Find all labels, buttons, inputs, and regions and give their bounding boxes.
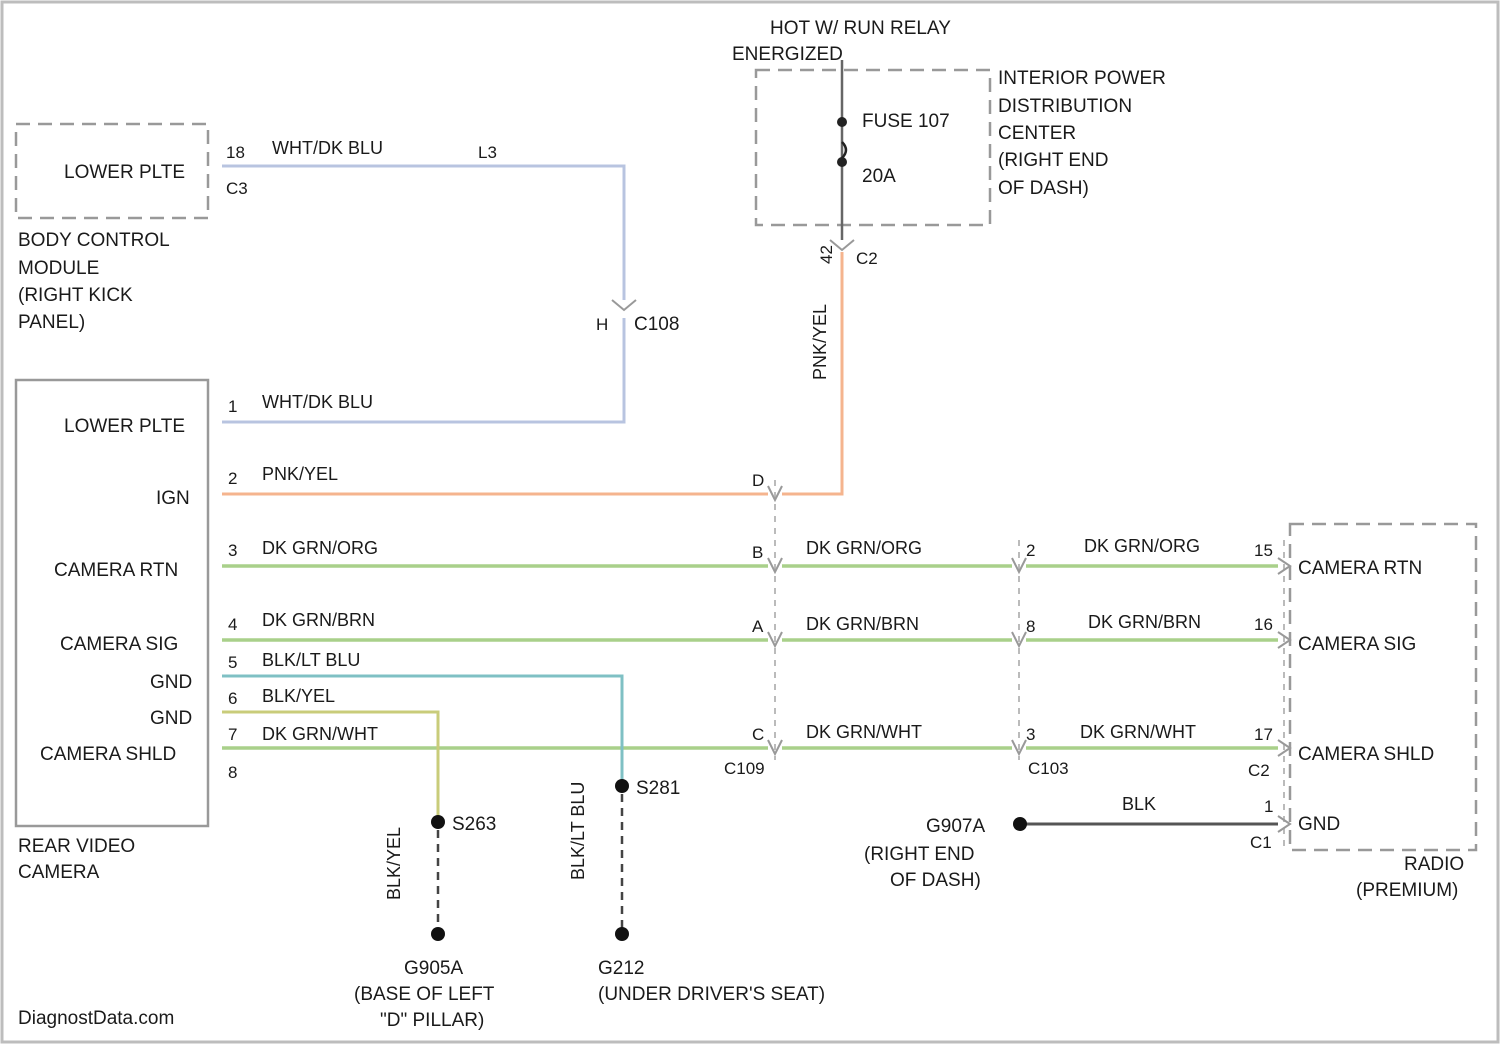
radio-connector-c2: C2: [1248, 761, 1270, 780]
c108-name: C108: [634, 314, 679, 335]
bcm-splice-pin: L3: [478, 143, 497, 162]
radio-pin15-num: 15: [1254, 541, 1273, 560]
g905a-ground-dot: [431, 927, 445, 941]
c103-pin-3: 3: [1026, 725, 1035, 744]
g905a-name-line3: "D" PILLAR): [380, 1010, 484, 1031]
radio-pin17-label: CAMERA SHLD: [1298, 744, 1434, 765]
c109-pin-a: A: [752, 617, 764, 636]
camera-wire3-label: DK GRN/ORG: [262, 538, 378, 558]
camera-pin2-label: IGN: [156, 488, 190, 509]
g907a-wire-label: BLK: [1122, 794, 1156, 814]
s281-label: S281: [636, 778, 680, 799]
radio-name-line2: (PREMIUM): [1356, 880, 1458, 901]
fuse-amps: 20A: [862, 166, 896, 187]
bcm-name-line1: BODY CONTROL: [18, 230, 170, 251]
c109-wire-sig: DK GRN/BRN: [806, 614, 919, 634]
radio-gnd-pin: 1: [1264, 797, 1273, 816]
c108-connector-symbol: [612, 300, 636, 310]
c103-wire-shld: DK GRN/WHT: [1080, 722, 1196, 742]
radio-gnd-connector: C1: [1250, 833, 1272, 852]
c109-wire-shld: DK GRN/WHT: [806, 722, 922, 742]
watermark: DiagnostData.com: [18, 1008, 174, 1029]
camera-pin1-num: 1: [228, 397, 237, 416]
radio-pin15-label: CAMERA RTN: [1298, 558, 1422, 579]
camera-pin8-num: 8: [228, 763, 237, 782]
radio-name-line1: RADIO: [1404, 854, 1464, 875]
camera-name-line2: CAMERA: [18, 862, 100, 883]
relay-title-line1: HOT W/ RUN RELAY: [770, 18, 951, 39]
g907a-ground-dot: [1013, 817, 1027, 831]
s281-splice-dot: [615, 779, 629, 793]
camera-pin7-label: CAMERA SHLD: [40, 744, 176, 765]
camera-pin5-num: 5: [228, 653, 237, 672]
c109-pin-c: C: [752, 725, 764, 744]
g905a-name-line2: (BASE OF LEFT: [354, 984, 495, 1005]
camera-pin6-num: 6: [228, 689, 237, 708]
ipdc-connector: C2: [856, 249, 878, 268]
ipdc-name-line3: CENTER: [998, 123, 1076, 144]
bcm-name-line2: MODULE: [18, 258, 99, 279]
c103-name: C103: [1028, 759, 1069, 778]
s263-wire-label: BLK/YEL: [384, 827, 404, 900]
fuse-terminal-top: [837, 117, 847, 127]
g905a-name-line1: G905A: [404, 958, 463, 979]
fuse-label: FUSE 107: [862, 111, 950, 132]
g907a-name-line3: OF DASH): [890, 870, 981, 891]
camera-wire2-label: PNK/YEL: [262, 464, 338, 484]
radio-pin16-label: CAMERA SIG: [1298, 634, 1416, 655]
c109-pin-b: B: [752, 543, 763, 562]
bcm-connector: C3: [226, 179, 248, 198]
c109-pin-d: D: [752, 471, 764, 490]
camera-name-line1: REAR VIDEO: [18, 836, 135, 857]
camera-pin4-label: CAMERA SIG: [60, 634, 178, 655]
wht-dk-blu-wire-upper: [222, 166, 624, 300]
camera-wire4-label: DK GRN/BRN: [262, 610, 375, 630]
relay-title-line2: ENERGIZED: [732, 44, 843, 65]
bcm-pin-label: LOWER PLTE: [64, 162, 185, 183]
g907a-name-line2: (RIGHT END: [864, 844, 974, 865]
camera-pin2-num: 2: [228, 469, 237, 488]
g907a-name-line1: G907A: [926, 816, 985, 837]
ipdc-wire-label: PNK/YEL: [810, 304, 830, 380]
camera-wire6-label: BLK/YEL: [262, 686, 335, 706]
bcm-name-line4: PANEL): [18, 312, 85, 333]
camera-pin4-num: 4: [228, 615, 237, 634]
c103-wire-sig: DK GRN/BRN: [1088, 612, 1201, 632]
g212-ground-dot: [615, 927, 629, 941]
fuse-terminal-bottom: [837, 157, 847, 167]
ipdc-box: [756, 70, 990, 225]
radio-gnd-label: GND: [1298, 814, 1340, 835]
c103-pin-8: 8: [1026, 617, 1035, 636]
camera-pin5-label: GND: [150, 672, 192, 693]
camera-pin3-num: 3: [228, 541, 237, 560]
c108-pin: H: [596, 315, 608, 334]
c103-wire-rtn: DK GRN/ORG: [1084, 536, 1200, 556]
s281-wire-label: BLK/LT BLU: [568, 782, 588, 880]
g212-name-line2: (UNDER DRIVER'S SEAT): [598, 984, 825, 1005]
c109-wire-rtn: DK GRN/ORG: [806, 538, 922, 558]
bcm-name-line3: (RIGHT KICK: [18, 285, 133, 306]
s263-splice-dot: [431, 815, 445, 829]
ipdc-name-line1: INTERIOR POWER: [998, 68, 1166, 89]
radio-pin16-num: 16: [1254, 615, 1273, 634]
camera-pin7-num: 7: [228, 725, 237, 744]
camera-pin6-label: GND: [150, 708, 192, 729]
s263-label: S263: [452, 814, 496, 835]
camera-wire5-label: BLK/LT BLU: [262, 650, 360, 670]
camera-pin1-label: LOWER PLTE: [64, 416, 185, 437]
camera-wire1-label: WHT/DK BLU: [262, 392, 373, 412]
ipdc-name-line5: OF DASH): [998, 178, 1089, 199]
ipdc-pin: 42: [817, 245, 836, 264]
ipdc-name-line4: (RIGHT END: [998, 150, 1108, 171]
camera-wire7-label: DK GRN/WHT: [262, 724, 378, 744]
radio-pin17-num: 17: [1254, 725, 1273, 744]
ipdc-name-line2: DISTRIBUTION: [998, 96, 1132, 117]
bcm-pin: 18: [226, 143, 245, 162]
c109-name: C109: [724, 759, 765, 778]
camera-pin3-label: CAMERA RTN: [54, 560, 178, 581]
c103-pin-2: 2: [1026, 541, 1035, 560]
g212-name-line1: G212: [598, 958, 644, 979]
bcm-wire-label: WHT/DK BLU: [272, 138, 383, 158]
